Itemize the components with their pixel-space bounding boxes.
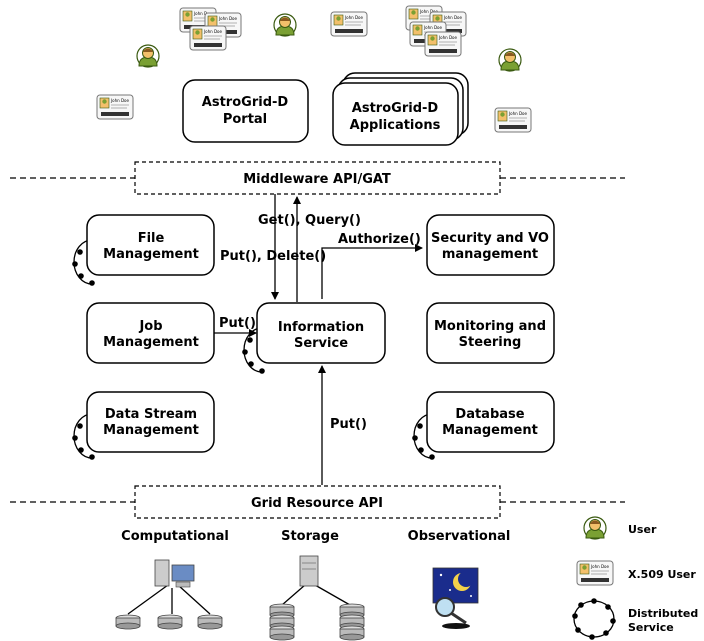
- x509-user-card: [189, 25, 227, 51]
- file-management-label-1: File: [138, 231, 165, 246]
- user-icon: [136, 44, 160, 68]
- storage-label: Storage: [281, 529, 339, 544]
- security-box: [426, 214, 555, 276]
- applications-label-2: Applications: [350, 118, 441, 133]
- legend-x509-label: X.509 User: [628, 568, 696, 581]
- database-label-2: Management: [442, 423, 538, 438]
- portal-box: [182, 79, 309, 143]
- file-management-box: [86, 214, 215, 276]
- legend-x509-icon: [576, 560, 614, 586]
- middleware-api-label: Middleware API/GAT: [243, 172, 391, 187]
- legend-distributed-icon: [572, 598, 616, 640]
- x509-user-card: [330, 11, 368, 37]
- observational-label: Observational: [408, 529, 511, 544]
- information-service-box: [256, 302, 386, 364]
- computational-cluster-icon: [115, 559, 223, 630]
- applications-label-1: AstroGrid-D: [352, 101, 439, 116]
- information-service-label-1: Information: [278, 320, 364, 335]
- portal-label-2: Portal: [223, 112, 267, 127]
- data-stream-label-2: Management: [103, 423, 199, 438]
- database-label-1: Database: [455, 407, 524, 422]
- security-label-1: Security and VO: [431, 231, 549, 246]
- x509-user-card: [96, 94, 134, 120]
- portal-label-1: AstroGrid-D: [202, 95, 289, 110]
- monitoring-label-2: Steering: [459, 335, 522, 350]
- get-query-label: Get(), Query(): [258, 213, 361, 228]
- job-management-label-1: Job: [138, 319, 162, 334]
- observational-icon: [432, 567, 479, 629]
- user-icon: [273, 13, 297, 37]
- information-service-label-2: Service: [294, 336, 348, 351]
- legend-user-icon: [583, 516, 607, 540]
- authorize-label: Authorize(): [338, 232, 421, 247]
- file-management-label-2: Management: [103, 247, 199, 262]
- security-label-2: management: [442, 247, 538, 262]
- user-icon: [498, 48, 522, 72]
- data-stream-label-1: Data Stream: [105, 407, 197, 422]
- x509-user-card: [424, 31, 462, 57]
- data-stream-box: [86, 391, 215, 453]
- put-job-label: Put(): [219, 316, 256, 331]
- put-delete-label: Put(), Delete(): [220, 249, 326, 264]
- job-management-label-2: Management: [103, 335, 199, 350]
- grid-resource-api-box: [134, 485, 501, 519]
- monitoring-label-1: Monitoring and: [434, 319, 546, 334]
- legend-user-label: User: [628, 523, 657, 536]
- applications-box: [332, 82, 459, 146]
- storage-cluster-icon: [269, 555, 365, 641]
- x509-user-card: [494, 107, 532, 133]
- middleware-api-box: [134, 161, 501, 195]
- monitoring-box: [426, 302, 555, 364]
- put-grid-label: Put(): [330, 417, 367, 432]
- database-box: [426, 391, 555, 453]
- grid-resource-api-label: Grid Resource API: [251, 496, 383, 511]
- legend-distributed-label-2: Service: [628, 621, 674, 634]
- computational-label: Computational: [121, 529, 229, 544]
- legend-distributed-label-1: Distributed: [628, 607, 698, 620]
